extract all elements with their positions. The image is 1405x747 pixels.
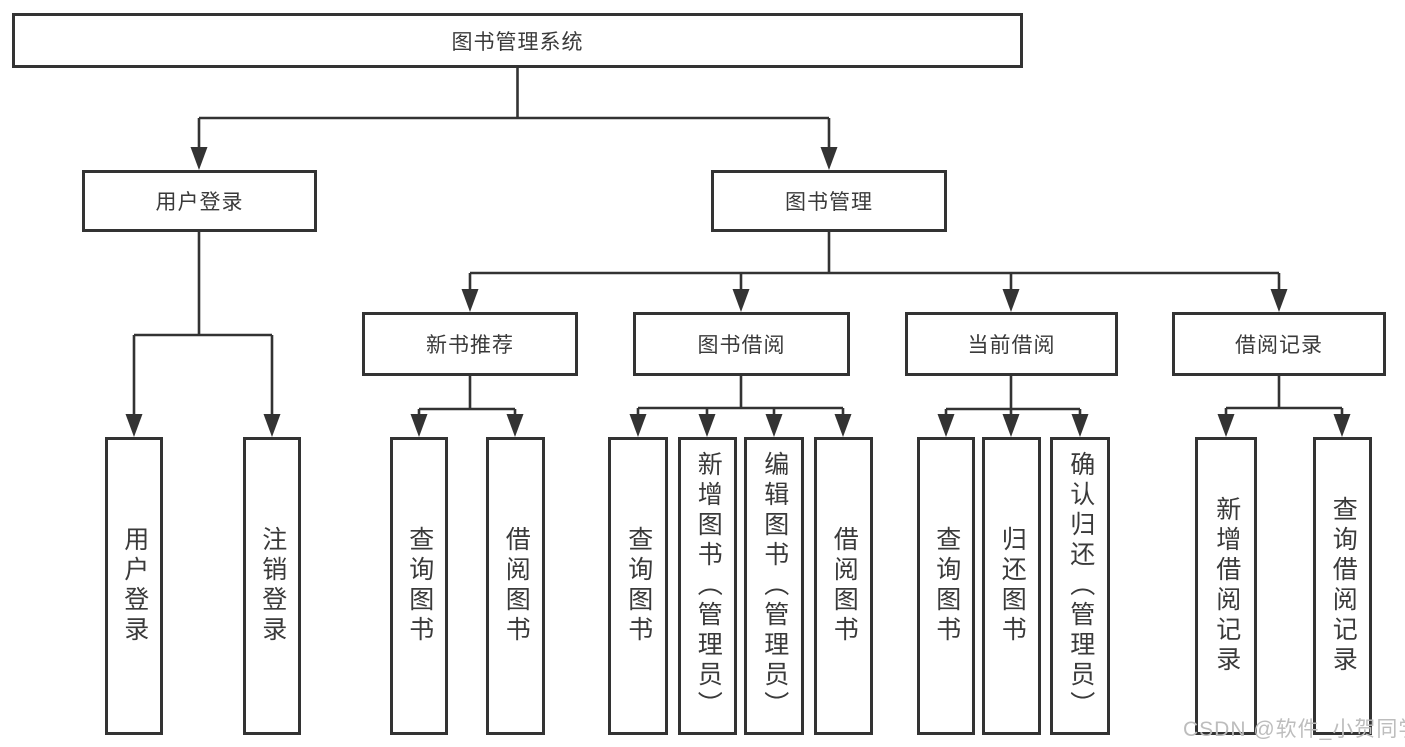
leaf-query-book-1: 查询图书 — [390, 437, 448, 735]
arrow-leaf — [629, 414, 647, 437]
connector-book-management — [468, 232, 1281, 292]
leaf-edit-book-admin: 编辑图书（管理员） — [744, 437, 804, 735]
connector-current-borrow — [944, 376, 1082, 417]
node-book-borrow: 图书借阅 — [633, 312, 850, 376]
arrow-leaf — [410, 414, 428, 437]
connector-book-borrow — [636, 376, 845, 417]
node-label: 用户登录 — [120, 526, 149, 646]
leaf-query-book-3: 查询图书 — [917, 437, 975, 735]
leaf-query-book-2: 查询图书 — [608, 437, 668, 735]
node-label: 新增图书（管理员） — [694, 451, 723, 721]
node-current-borrow: 当前借阅 — [905, 312, 1118, 376]
arrow-leaf — [698, 414, 716, 437]
node-label: 图书管理 — [785, 191, 873, 214]
connector-new-book — [417, 376, 517, 417]
node-new-book-recommend: 新书推荐 — [362, 312, 578, 376]
node-user-login: 用户登录 — [82, 170, 317, 232]
arrow-leaf — [765, 414, 783, 437]
arrow-leaf — [263, 414, 281, 437]
arrow-to-user-login — [190, 147, 208, 170]
node-label: 借阅图书 — [830, 526, 859, 646]
arrow-to-new-book — [461, 289, 479, 312]
arrow-leaf — [1217, 414, 1235, 437]
node-label: 图书借阅 — [697, 334, 786, 357]
arrow-leaf — [937, 414, 955, 437]
leaf-add-book-admin: 新增图书（管理员） — [678, 437, 737, 735]
leaf-confirm-return-admin: 确认归还（管理员） — [1050, 437, 1110, 735]
connector-root — [197, 68, 831, 150]
node-borrow-record: 借阅记录 — [1172, 312, 1386, 376]
node-label: 借阅记录 — [1235, 334, 1323, 357]
node-label: 借阅图书 — [502, 526, 531, 646]
node-label: 归还图书 — [998, 526, 1027, 646]
leaf-user-login: 用户登录 — [105, 437, 163, 735]
arrow-to-borrow-record — [1270, 289, 1288, 312]
node-library-system: 图书管理系统 — [12, 13, 1023, 68]
leaf-logout: 注销登录 — [243, 437, 301, 735]
csdn-watermark: CSDN @软件_小贺同学 — [1183, 718, 1405, 741]
arrow-leaf — [1333, 414, 1351, 437]
node-label: 当前借阅 — [967, 334, 1056, 357]
connector-user-login — [132, 232, 274, 417]
arrow-leaf — [1002, 414, 1020, 437]
arrow-to-current-borrow — [1002, 289, 1020, 312]
node-label: 新书推荐 — [426, 334, 514, 357]
node-label: 查询图书 — [932, 526, 961, 646]
leaf-return-book: 归还图书 — [982, 437, 1041, 735]
arrow-to-book-management — [820, 147, 838, 170]
node-label: 查询图书 — [405, 526, 434, 646]
node-label: 确认归还（管理员） — [1066, 451, 1095, 721]
arrow-leaf — [506, 414, 524, 437]
leaf-add-borrow-record: 新增借阅记录 — [1195, 437, 1257, 735]
node-label: 查询图书 — [624, 526, 653, 646]
node-book-management: 图书管理 — [711, 170, 947, 232]
arrow-to-book-borrow — [732, 289, 750, 312]
leaf-query-borrow-record: 查询借阅记录 — [1313, 437, 1372, 735]
node-label: 注销登录 — [258, 526, 287, 646]
connector-borrow-record — [1224, 376, 1344, 417]
leaf-borrow-book-2: 借阅图书 — [814, 437, 873, 735]
node-label: 图书管理系统 — [451, 30, 584, 54]
leaf-borrow-book-1: 借阅图书 — [486, 437, 545, 735]
arrow-leaf — [125, 414, 143, 437]
arrow-leaf — [834, 414, 852, 437]
node-label: 查询借阅记录 — [1329, 496, 1358, 676]
node-label: 新增借阅记录 — [1212, 496, 1241, 676]
node-label: 用户登录 — [155, 191, 244, 214]
node-label: 编辑图书（管理员） — [760, 451, 789, 721]
arrow-leaf — [1071, 414, 1089, 437]
